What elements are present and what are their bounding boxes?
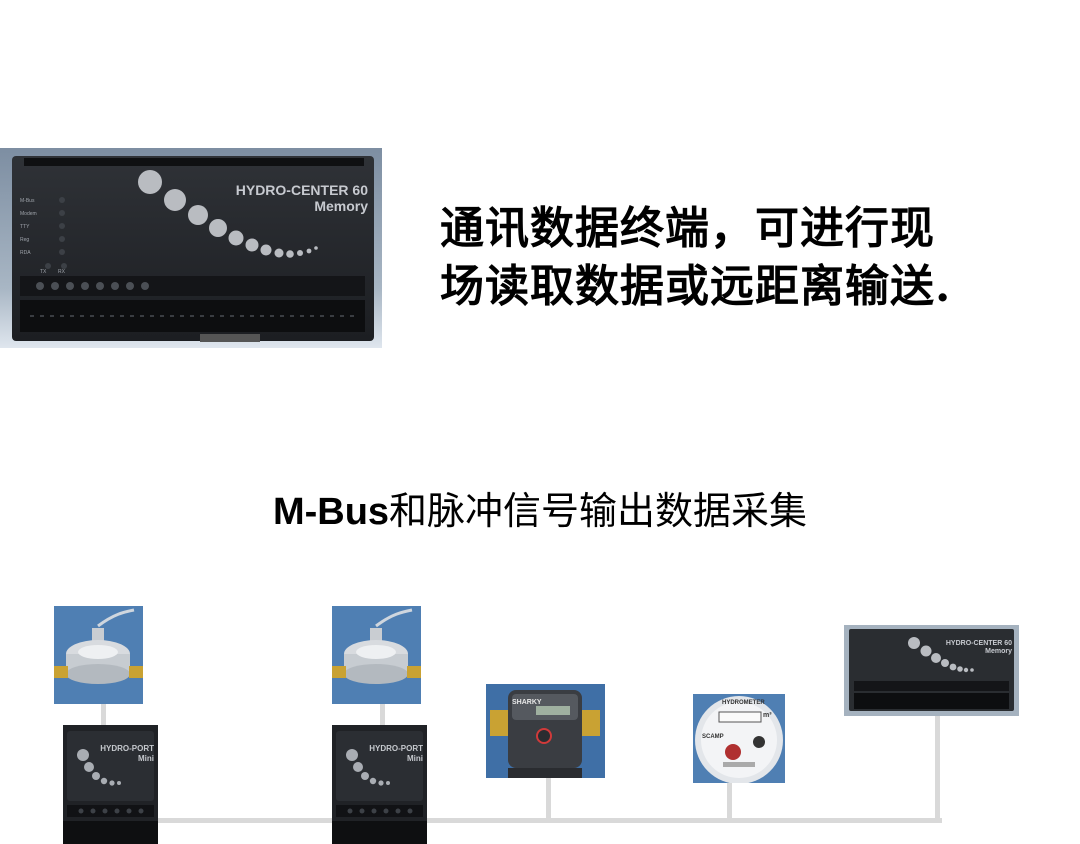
hydro-port-2-label: HYDRO-PORT Mini: [369, 744, 423, 763]
headline-line-2: 场读取数据或远距离输送.: [440, 261, 952, 312]
bus-line-vertical-5: [935, 716, 940, 823]
bus-line-vertical-2: [380, 700, 385, 726]
hydrometer-brand: HYDROMETER: [722, 700, 765, 706]
svg-text:Modem: Modem: [20, 211, 37, 217]
hydro-port-1-label: HYDRO-PORT Mini: [100, 744, 154, 763]
hydro-port-2: [332, 725, 427, 844]
svg-text:RDA: RDA: [20, 250, 31, 256]
hydro-center-small: [844, 625, 1019, 716]
svg-text:Reg: Reg: [20, 237, 29, 243]
subtitle-rest: 和脉冲信号输出数据采集: [389, 489, 808, 533]
svg-text:RX: RX: [58, 269, 66, 275]
svg-text:TX: TX: [40, 269, 47, 275]
hydrometer-dial: [693, 694, 785, 783]
hydro-center-device-image: M-Bus Modem TTY Reg RDA TX RX: [0, 148, 382, 348]
hydro-center-small-image: [844, 625, 1019, 716]
hydrometer-sub: SCAMP: [702, 734, 724, 740]
hydro-center-brand-label: HYDRO-CENTER 60 Memory: [235, 182, 368, 214]
bus-line-vertical-3: [546, 775, 551, 823]
headline: 通讯数据终端，可进行现 场读取数据或远距离输送.: [440, 200, 1060, 316]
sharky-brand: SHARKY: [512, 699, 542, 706]
water-meter-1: [54, 606, 143, 704]
svg-text:TTY: TTY: [20, 224, 30, 230]
hydro-center-photo: M-Bus Modem TTY Reg RDA TX RX: [0, 148, 382, 348]
svg-text:M-Bus: M-Bus: [20, 198, 35, 204]
dial-meter-icon: [693, 694, 785, 783]
headline-line-1: 通讯数据终端，可进行现: [440, 203, 935, 254]
heat-meter-icon: [486, 684, 605, 778]
bus-line-vertical-1: [101, 700, 106, 726]
hydro-port-1: [63, 725, 158, 844]
hydrometer-unit: m³: [763, 712, 772, 719]
hydro-port-device-image: [332, 725, 427, 844]
hydro-center-small-label: HYDRO-CENTER 60 Memory: [945, 640, 1012, 655]
hydro-port-device-image: [63, 725, 158, 844]
water-meter-2: [332, 606, 421, 704]
subtitle: M-Bus和脉冲信号输出数据采集: [0, 480, 1080, 535]
water-meter-icon: [54, 606, 143, 704]
subtitle-mbus: M-Bus: [272, 491, 390, 533]
water-meter-icon: [332, 606, 421, 704]
sharky-meter: [486, 684, 605, 778]
bus-line-vertical-4: [727, 782, 732, 823]
